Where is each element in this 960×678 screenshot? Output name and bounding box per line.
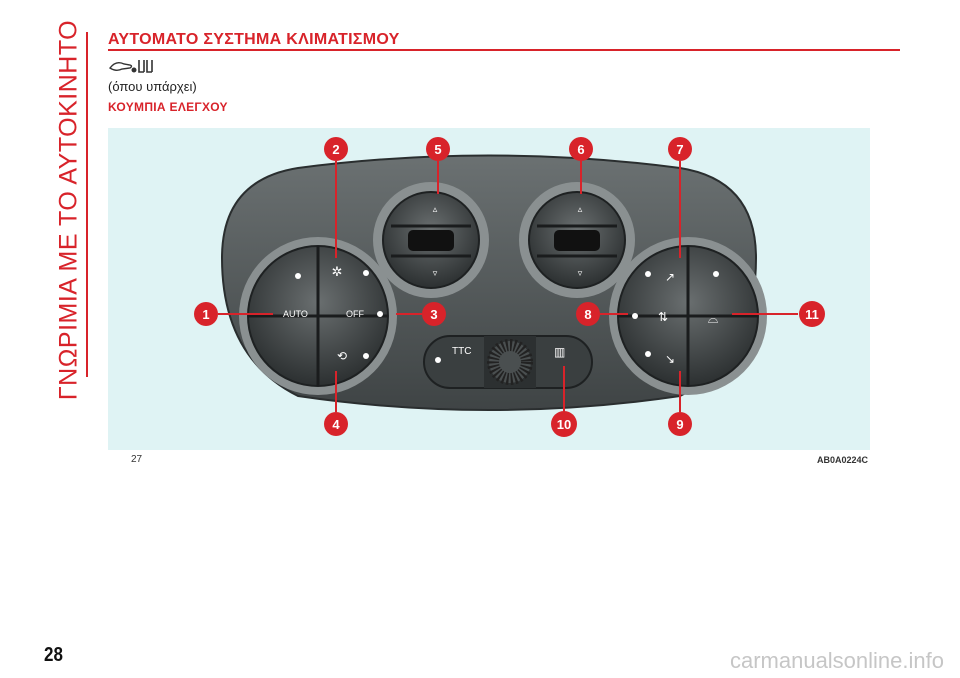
auto-button-label: AUTO xyxy=(283,309,308,319)
callout-10: 10 xyxy=(557,417,571,432)
callout-1: 1 xyxy=(202,307,209,322)
svg-text:▿: ▿ xyxy=(433,268,438,278)
callout-6: 6 xyxy=(577,142,584,157)
section-title: ΑΥΤΟΜΑΤΟ ΣΥΣΤΗΜΑ ΚΛΙΜΑΤΙΣΜΟΥ xyxy=(108,31,400,48)
climate-control-figure: AUTO OFF ✲ ⟲ ▵ ▿ ▵ ▿ TTC ▥ ↗ ⇅ ↘ xyxy=(108,128,870,450)
callout-11: 11 xyxy=(805,307,819,322)
sidebar-divider xyxy=(86,32,88,377)
svg-text:▵: ▵ xyxy=(433,204,438,214)
callout-8: 8 xyxy=(584,307,591,322)
sidebar-chapter-title: ΓΝΩΡΙΜΙΑ ΜΕ ΤΟ ΑΥΤΟΚΙΝΗΤΟ xyxy=(54,19,83,401)
title-underline xyxy=(108,49,900,51)
ttc-button-label: TTC xyxy=(452,346,471,357)
callout-5: 5 xyxy=(434,142,441,157)
callout-2: 2 xyxy=(332,142,339,157)
callout-3: 3 xyxy=(430,307,437,322)
callout-9: 9 xyxy=(676,417,683,432)
callout-lines xyxy=(218,161,798,412)
page-number: 28 xyxy=(44,644,63,666)
recirculation-icon: ⟲ xyxy=(337,349,347,363)
ac-icon: ✲ xyxy=(332,264,343,279)
callout-4: 4 xyxy=(332,417,340,432)
svg-text:▿: ▿ xyxy=(578,268,583,278)
figure-number: 27 xyxy=(131,454,143,465)
rear-defrost-icon: ▥ xyxy=(554,345,565,359)
availability-note: (όπου υπάρχει) xyxy=(108,79,197,94)
windscreen-defrost-icon: ⌓ xyxy=(708,311,718,326)
svg-text:▵: ▵ xyxy=(578,204,583,214)
callout-7: 7 xyxy=(676,142,683,157)
callout-markers: 1 2 3 4 5 6 7 8 9 10 11 xyxy=(194,137,825,437)
watermark: carmanualsonline.info xyxy=(729,648,944,673)
face-vent-icon: ↗ xyxy=(665,270,675,284)
control-panel-illustration: AUTO OFF ✲ ⟲ ▵ ▿ ▵ ▿ TTC ▥ ↗ ⇅ ↘ xyxy=(194,137,825,437)
variant-icon xyxy=(108,60,153,73)
floor-vent-icon: ↘ xyxy=(665,352,675,366)
off-button-label: OFF xyxy=(346,309,364,319)
figure-code: AB0A0224C xyxy=(816,455,868,465)
bilevel-icon: ⇅ xyxy=(658,310,668,324)
subsection-title: ΚΟΥΜΠΙΑ ΕΛΕΓΧΟΥ xyxy=(108,100,228,114)
